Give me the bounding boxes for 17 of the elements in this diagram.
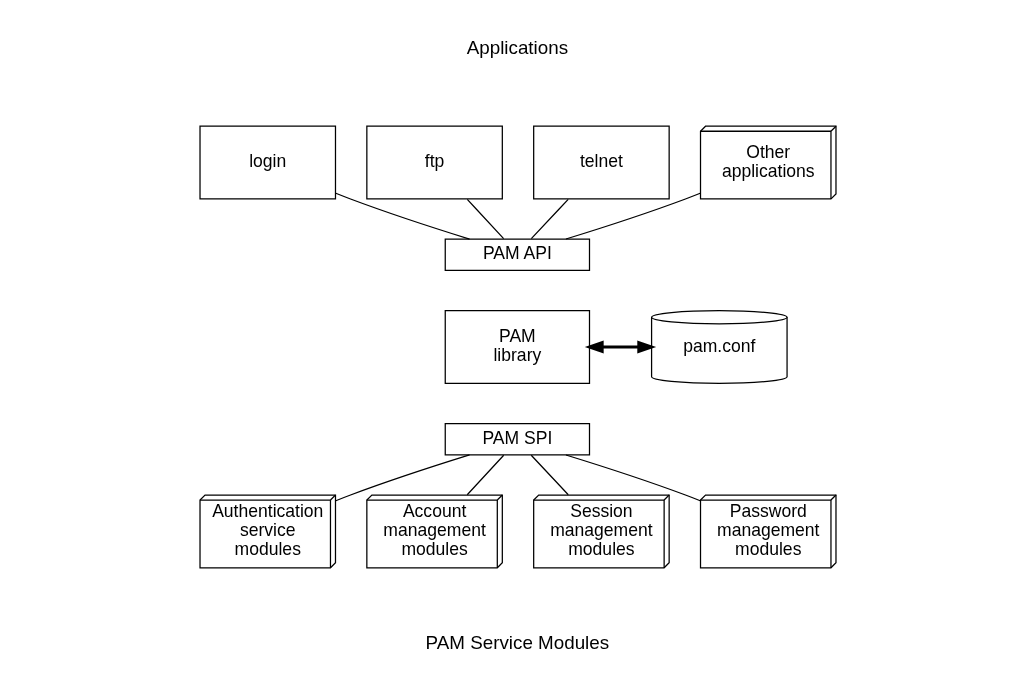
connector (466, 198, 505, 240)
connector (466, 454, 505, 496)
node-box: PAM library (444, 310, 591, 384)
connector (565, 192, 701, 240)
arrow (584, 340, 657, 354)
node-box: login (199, 125, 337, 200)
connector (565, 454, 701, 502)
label: Applications (466, 37, 569, 59)
connector (530, 454, 569, 496)
connector (335, 192, 471, 240)
connector (335, 454, 471, 502)
node-box: PAM API (444, 238, 591, 272)
node-box: telnet (533, 125, 670, 200)
node-box: PAM SPI (444, 422, 591, 456)
node-box: ftp (366, 125, 503, 200)
label: PAM Service Modules (425, 631, 610, 653)
connector (530, 198, 569, 240)
